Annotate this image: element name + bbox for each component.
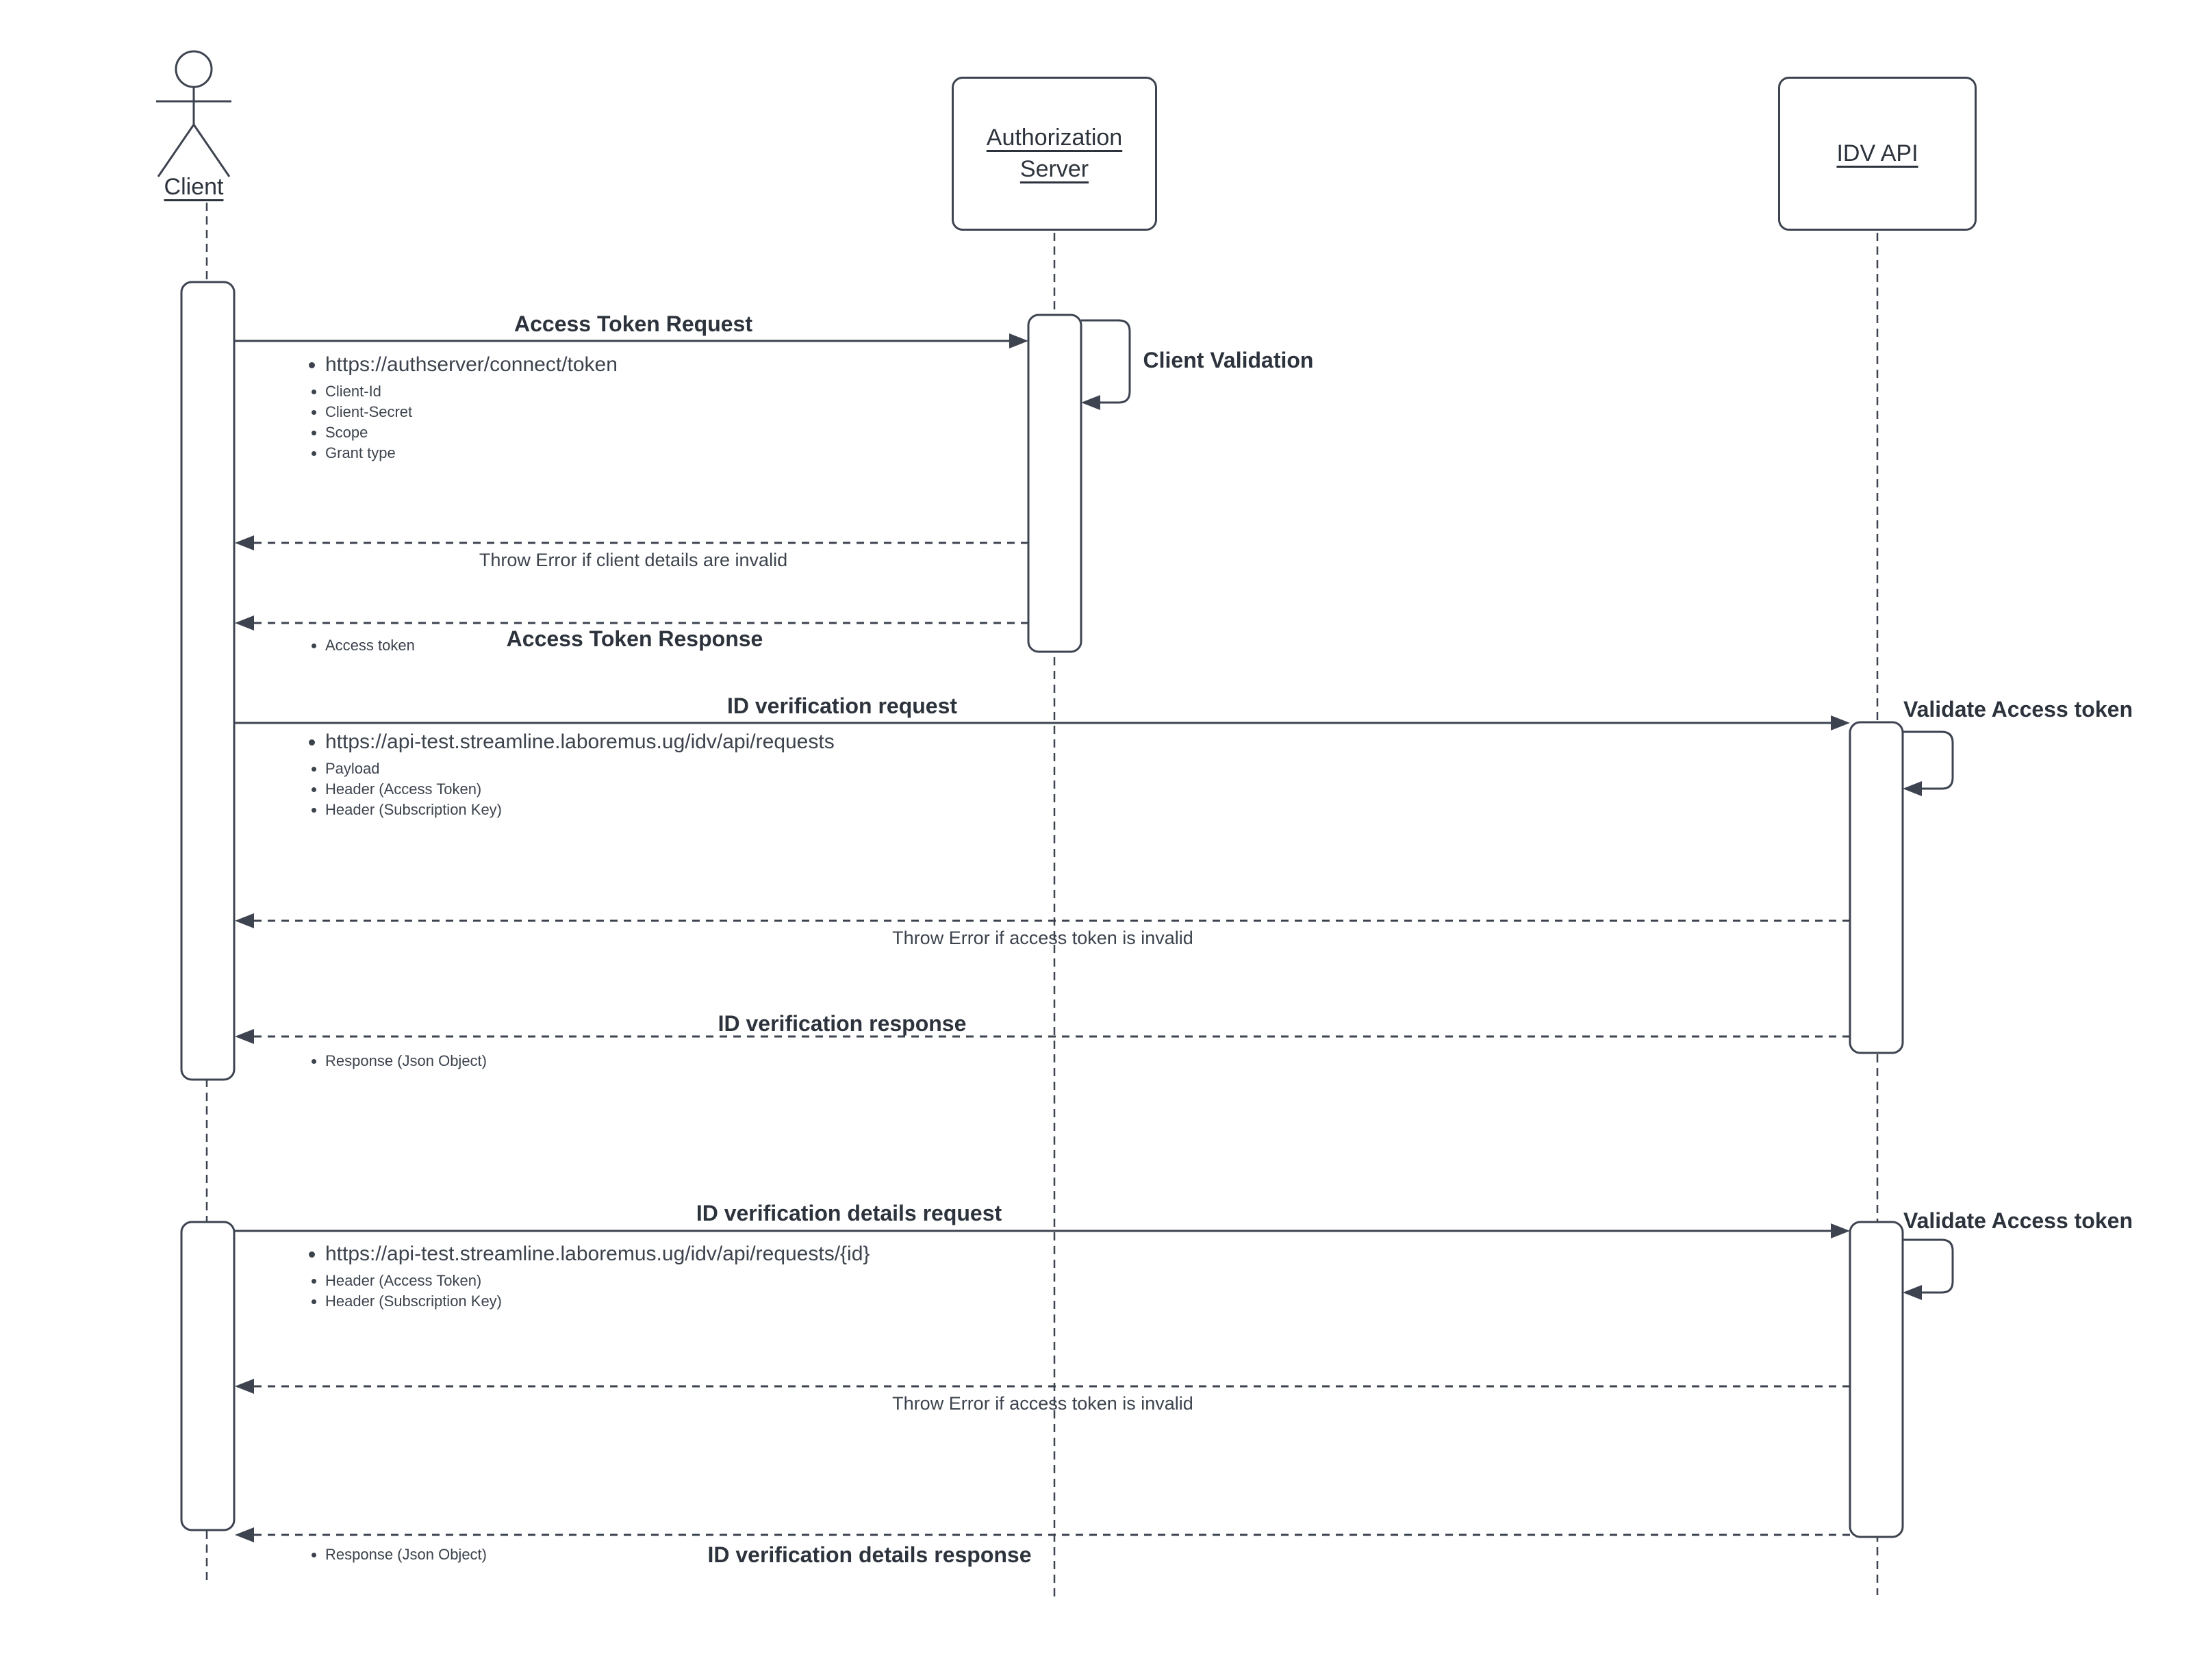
client-activation-bar-1 <box>180 281 236 1081</box>
note-item-url: https://api-test.streamline.laboremus.ug… <box>325 730 835 754</box>
message-label-throw-error-client: Throw Error if client details are invali… <box>479 550 788 570</box>
note-item: Header (Access Token) <box>325 1271 870 1291</box>
arrow-throw-error-client <box>235 535 1028 550</box>
note-item: Scope <box>325 422 618 443</box>
arrow-access-token-request <box>235 333 1028 348</box>
arrow-id-verification-request <box>235 715 1850 730</box>
note-item: Client-Id <box>325 381 618 402</box>
client-activation-bar-2 <box>180 1221 236 1531</box>
message-label-access-token-request: Access Token Request <box>514 311 752 336</box>
note-id-verification-details-request-params: https://api-test.streamline.laboremus.ug… <box>283 1242 870 1312</box>
auth-server-activation-bar <box>1027 314 1082 653</box>
message-label-id-verification-details-response: ID verification details response <box>707 1542 1032 1567</box>
note-item: Client-Secret <box>325 402 618 422</box>
message-label-throw-error-token-1: Throw Error if access token is invalid <box>892 928 1193 948</box>
arrow-throw-error-token-2 <box>235 1379 1850 1394</box>
idv-api-activation-bar-2 <box>1849 1221 1904 1538</box>
self-loop-validate-token-1 <box>1903 730 1954 796</box>
note-id-verification-response: Response (Json Object) <box>283 1051 487 1071</box>
note-item: Access token <box>325 635 415 656</box>
participant-label-idv-api: IDV API <box>1836 140 1918 166</box>
note-access-token-request-params: https://authserver/connect/token Client-… <box>283 353 618 463</box>
self-loop-client-validation <box>1081 319 1131 410</box>
message-label-validate-access-token-2: Validate Access token <box>1903 1208 2133 1233</box>
message-label-access-token-response: Access Token Response <box>506 626 763 651</box>
client-actor-icon <box>156 50 231 177</box>
note-item: Header (Subscription Key) <box>325 1291 870 1312</box>
message-label-validate-access-token-1: Validate Access token <box>1903 697 2133 722</box>
participant-label-client: Client <box>164 174 224 200</box>
message-label-throw-error-token-2: Throw Error if access token is invalid <box>892 1393 1193 1414</box>
note-item: Header (Subscription Key) <box>325 800 835 820</box>
message-label-client-validation: Client Validation <box>1143 348 1314 372</box>
note-item: Response (Json Object) <box>325 1051 487 1071</box>
idv-api-activation-bar-1 <box>1849 721 1904 1054</box>
message-label-id-verification-details-request: ID verification details request <box>696 1201 1002 1225</box>
message-label-id-verification-request: ID verification request <box>726 693 958 718</box>
arrow-id-verification-details-request <box>235 1223 1850 1238</box>
arrow-throw-error-token-1 <box>235 913 1850 928</box>
note-id-verification-details-response: Response (Json Object) <box>283 1544 487 1565</box>
note-item: Grant type <box>325 443 618 463</box>
participant-box-auth-server: Authorization Server <box>952 77 1157 231</box>
participant-box-idv-api: IDV API <box>1778 77 1977 231</box>
note-access-token-response: Access token <box>283 635 415 656</box>
message-label-id-verification-response: ID verification response <box>718 1011 967 1036</box>
note-id-verification-request-params: https://api-test.streamline.laboremus.ug… <box>283 730 835 820</box>
arrow-id-verification-response <box>235 1029 1850 1044</box>
participant-label-auth-server: Authorization Server <box>986 124 1123 182</box>
note-item: Response (Json Object) <box>325 1544 487 1565</box>
note-item: Payload <box>325 759 835 779</box>
note-item-url: https://api-test.streamline.laboremus.ug… <box>325 1242 870 1267</box>
self-loop-validate-token-2 <box>1903 1238 1954 1300</box>
note-item: Header (Access Token) <box>325 779 835 800</box>
note-item-url: https://authserver/connect/token <box>325 353 618 377</box>
arrow-id-verification-details-response <box>235 1527 1850 1542</box>
arrow-access-token-response <box>235 615 1028 631</box>
